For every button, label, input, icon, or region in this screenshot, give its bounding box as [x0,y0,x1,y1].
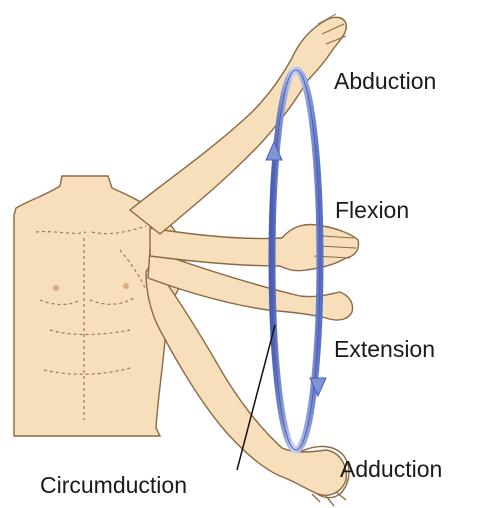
nipple-left [53,285,59,291]
label-abduction: Abduction [334,70,436,93]
label-extension: Extension [334,338,435,361]
label-flexion: Flexion [335,199,409,222]
label-circumduction: Circumduction [40,474,187,497]
label-adduction: Adduction [340,458,442,481]
nipple-right [123,283,129,289]
